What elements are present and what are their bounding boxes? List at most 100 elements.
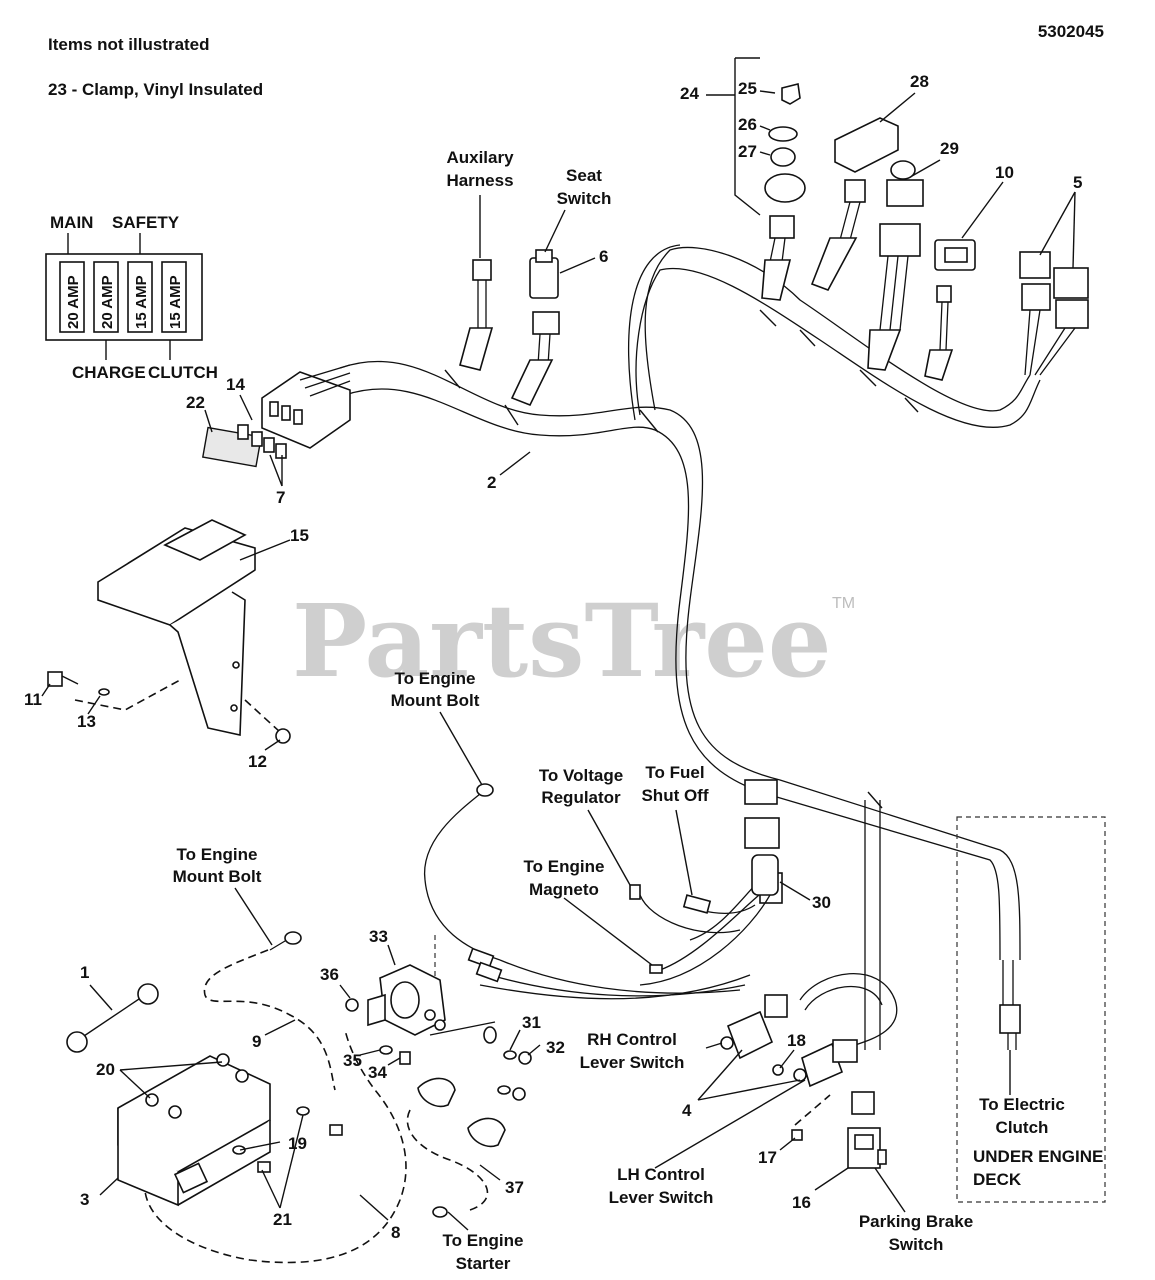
label-parking-2: Switch (889, 1235, 944, 1254)
callout-33: 33 (369, 927, 388, 946)
callout-36: 36 (320, 965, 339, 984)
fuse-legend: MAIN SAFETY 20 AMP 20 AMP 15 AMP 15 AMP … (45, 213, 218, 382)
callout-22: 22 (186, 393, 205, 412)
callout-6: 6 (599, 247, 608, 266)
callout-numbers: 1 2 3 4 5 6 7 8 9 10 11 12 13 14 15 16 1… (24, 72, 1082, 1242)
callout-4: 4 (682, 1101, 692, 1120)
label-lh-1: LH Control (617, 1165, 705, 1184)
callout-8: 8 (391, 1223, 400, 1242)
callout-15: 15 (290, 526, 309, 545)
label-starter-2: Starter (456, 1254, 511, 1273)
callout-7: 7 (276, 488, 285, 507)
callout-9: 9 (252, 1032, 261, 1051)
label-engine-mount-1a: To Engine (395, 669, 476, 688)
leader-lines (41, 90, 1076, 1231)
label-engine-mount-2b: Mount Bolt (173, 867, 262, 886)
label-under-deck-1: UNDER ENGINE (973, 1147, 1103, 1166)
callout-21: 21 (273, 1210, 292, 1229)
label-harness: Harness (446, 171, 513, 190)
callout-24: 24 (680, 84, 699, 103)
battery-3 (117, 1053, 271, 1207)
fuse-3: 15 AMP (133, 275, 150, 329)
callout-5: 5 (1073, 173, 1082, 192)
callout-27: 27 (738, 142, 757, 161)
label-rh-1: RH Control (587, 1030, 677, 1049)
solenoid-33 (367, 935, 446, 1036)
parking-brake-switch-16 (847, 1127, 887, 1169)
connectors-5 (1019, 251, 1089, 376)
label-fuel-2: Shut Off (641, 786, 708, 805)
bracket-15 (97, 519, 256, 736)
control-switches (720, 994, 875, 1141)
callout-29: 29 (940, 139, 959, 158)
callout-17: 17 (758, 1148, 777, 1167)
callout-34: 34 (368, 1063, 387, 1082)
item-23-note: 23 - Clamp, Vinyl Insulated (48, 80, 263, 99)
callout-35: 35 (343, 1051, 362, 1070)
watermark-tm: TM (832, 595, 855, 612)
terminal-boot-1 (66, 983, 159, 1053)
battery-cables (144, 931, 489, 1264)
label-seat-switch: Switch (557, 189, 612, 208)
hardware-11-13 (47, 671, 291, 744)
label-engine-mount-1b: Mount Bolt (391, 691, 480, 710)
hour-meter-10 (924, 239, 976, 381)
auxiliary-connector (459, 259, 494, 371)
main-harness (339, 244, 1041, 1050)
label-engine-mount-2a: To Engine (177, 845, 258, 864)
label-voltage-2: Regulator (541, 788, 621, 807)
items-not-illustrated: Items not illustrated (48, 35, 210, 54)
callout-28: 28 (910, 72, 929, 91)
label-parking-1: Parking Brake (859, 1212, 973, 1231)
relay-28 (810, 117, 899, 291)
callout-20: 20 (96, 1060, 115, 1079)
label-auxilary: Auxilary (446, 148, 514, 167)
callout-13: 13 (77, 712, 96, 731)
fuse-4: 15 AMP (167, 275, 184, 329)
fuse-1: 20 AMP (65, 275, 82, 329)
fuse-label-main: MAIN (50, 213, 93, 232)
callout-1: 1 (80, 963, 89, 982)
label-magneto-2: Magneto (529, 880, 599, 899)
misc-hardware (232, 998, 532, 1173)
callout-32: 32 (546, 1038, 565, 1057)
callout-2: 2 (487, 473, 496, 492)
electric-clutch-area (956, 816, 1106, 1203)
fuse-label-safety: SAFETY (112, 213, 180, 232)
callout-10: 10 (995, 163, 1014, 182)
callout-14: 14 (226, 375, 245, 394)
fuse-label-charge: CHARGE (72, 363, 146, 382)
switch-29 (867, 160, 924, 371)
callout-3: 3 (80, 1190, 89, 1209)
callout-19: 19 (288, 1134, 307, 1153)
fuse-label-clutch: CLUTCH (148, 363, 218, 382)
callout-26: 26 (738, 115, 757, 134)
label-seat: Seat (566, 166, 602, 185)
label-voltage-1: To Voltage (539, 766, 623, 785)
ignition-switch-assembly (734, 57, 806, 301)
label-starter-1: To Engine (443, 1231, 524, 1250)
callout-37: 37 (505, 1178, 524, 1197)
seat-switch (510, 249, 560, 407)
label-lh-2: Lever Switch (609, 1188, 714, 1207)
label-rh-2: Lever Switch (580, 1053, 685, 1072)
callout-31: 31 (522, 1013, 541, 1032)
callout-12: 12 (248, 752, 267, 771)
fuse-holder-connector (201, 364, 351, 468)
label-magneto-1: To Engine (524, 857, 605, 876)
watermark: PartsTree (292, 582, 832, 700)
lead-wires (424, 783, 756, 1044)
callout-11: 11 (24, 690, 42, 709)
callout-18: 18 (787, 1031, 806, 1050)
label-clutch-1: To Electric (979, 1095, 1065, 1114)
callout-16: 16 (792, 1193, 811, 1212)
wire-sleeve-30 (751, 854, 779, 896)
label-under-deck-2: DECK (973, 1170, 1022, 1189)
label-clutch-2: Clutch (996, 1118, 1049, 1137)
callout-25: 25 (738, 79, 757, 98)
fuse-2: 20 AMP (99, 275, 116, 329)
callout-30: 30 (812, 893, 831, 912)
part-number: 5302045 (1038, 22, 1104, 41)
text-labels: Auxilary Harness Seat Switch To Engine M… (173, 148, 1104, 1273)
label-fuel-1: To Fuel (645, 763, 704, 782)
